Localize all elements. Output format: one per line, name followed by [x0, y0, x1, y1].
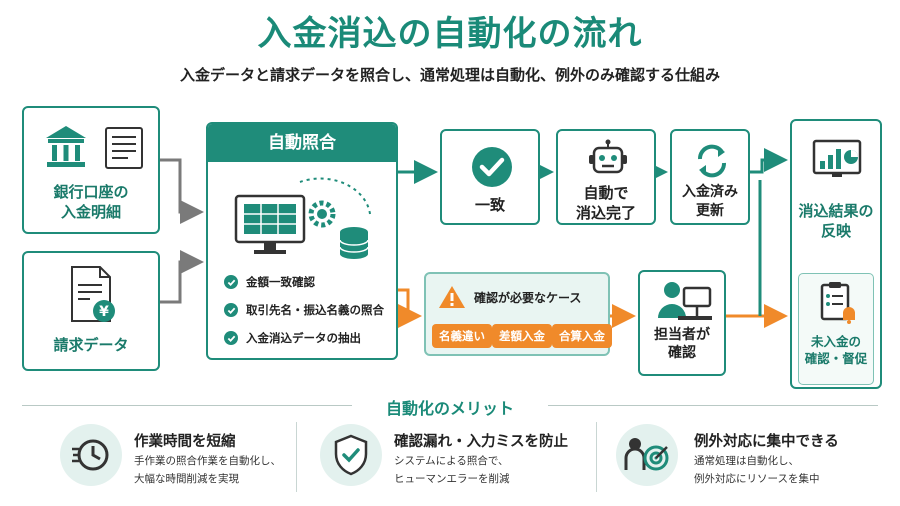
merit-divider-2: [596, 422, 597, 492]
person-laptop-icon: [658, 282, 712, 320]
payment-updated-label: 入金済み 更新: [682, 184, 738, 219]
unpaid-followup-label: 未入金の 確認・督促: [804, 334, 868, 366]
merits-title: 自動化のメリット: [385, 399, 514, 418]
merit-time-body: 手作業の照合作業を自動化し、 大幅な時間削減を実現: [134, 455, 281, 486]
staff-check-label: 担当者が 確認: [654, 327, 710, 362]
auto-matching-box: 自動照合 金額一致確認 取引先名・振込名義の照合 入金消込データの抽出: [206, 122, 398, 360]
staff-check-box: 担当者が 確認: [638, 270, 726, 376]
matching-system-icon: [234, 177, 371, 259]
svg-text:¥: ¥: [99, 304, 109, 320]
bank-statement-box: 銀行口座の 入金明細: [22, 106, 160, 234]
page-title: 入金消込の自動化の流れ: [257, 14, 643, 54]
clock-speed-icon: [72, 439, 109, 471]
merit-error-title: 確認漏れ・入力ミスを防止: [394, 434, 568, 450]
result-column: 消込結果の 反映 未入金の 確認・督促: [790, 119, 882, 389]
statement-document-icon: [105, 127, 143, 169]
arrow-matching-to-case: [398, 288, 422, 328]
merit-rule-left: [22, 405, 352, 406]
check-item-amount: 金額一致確認: [224, 274, 315, 290]
auto-reconcile-label: 自動で 消込完了: [575, 184, 636, 223]
auto-reconcile-box: 自動で 消込完了: [556, 129, 656, 225]
check-icon: [224, 331, 238, 345]
invoice-yen-icon: ¥: [71, 266, 115, 322]
merit-error-circle: [320, 424, 382, 486]
merit-time-title: 作業時間を短縮: [134, 434, 236, 450]
invoice-data-box: ¥ 請求データ: [22, 251, 160, 371]
page-subtitle: 入金データと請求データを照合し、通常処理は自動化、例外のみ確認する仕組み: [179, 66, 720, 84]
invoice-data-label: 請求データ: [53, 336, 129, 354]
robot-icon: [589, 139, 627, 174]
refresh-icon: [697, 144, 727, 178]
merit-focus-body: 通常処理は自動化し、 例外対応にリソースを集中: [694, 455, 820, 486]
arrow-invoice-to-matching: [160, 250, 204, 304]
unpaid-followup-box: 未入金の 確認・督促: [798, 273, 874, 385]
exception-cases-title: 確認が必要なケース: [474, 291, 582, 305]
merit-error-body: システムによる照合で、 ヒューマンエラーを削減: [394, 455, 510, 486]
merit-divider-1: [296, 422, 297, 492]
check-icon: [224, 303, 238, 317]
tag-combined-payment: 合算入金: [552, 324, 612, 348]
result-reflect-label: 消込結果の 反映: [798, 202, 874, 241]
warning-icon: [439, 286, 465, 308]
arrow-bank-to-matching: [160, 158, 204, 224]
payment-updated-box: 入金済み 更新: [670, 129, 750, 225]
merit-focus-title: 例外対応に集中できる: [694, 434, 839, 450]
bank-icon: [46, 126, 86, 167]
checklist-bell-icon: [820, 282, 855, 324]
merit-focus-circle: [616, 424, 678, 486]
arrow-update-to-result: [750, 148, 788, 174]
merit-time-circle: [60, 424, 122, 486]
exception-cases-box: 確認が必要なケース 名義違い 差額入金 合算入金: [424, 272, 612, 356]
tag-name-mismatch: 名義違い: [432, 324, 492, 348]
match-label: 一致: [474, 196, 505, 214]
shield-check-icon: [334, 434, 368, 476]
check-icon: [224, 275, 238, 289]
dashboard-chart-icon: [812, 139, 862, 177]
person-target-icon: [624, 438, 669, 471]
tag-amount-difference: 差額入金: [492, 324, 552, 348]
check-circle-icon: [472, 147, 512, 187]
auto-matching-title: 自動照合: [208, 124, 396, 162]
merit-rule-right: [548, 405, 878, 406]
bank-statement-label: 銀行口座の 入金明細: [53, 183, 129, 222]
match-box: 一致: [440, 129, 540, 225]
check-item-name: 取引先名・振込名義の照合: [224, 302, 384, 318]
check-item-extract: 入金消込データの抽出: [224, 330, 361, 346]
